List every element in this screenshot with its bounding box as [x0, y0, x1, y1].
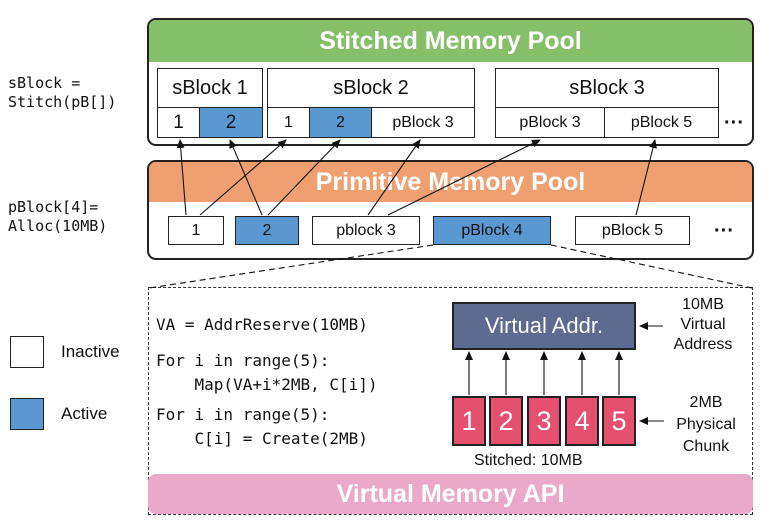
pblock-1: 1: [168, 216, 224, 245]
sblock-3-cell-1: pBlock 3: [495, 107, 605, 138]
legend-inactive-swatch: [10, 336, 44, 368]
sblock-2-header: sBlock 2: [267, 68, 475, 108]
api-detail-frame: [148, 287, 753, 515]
stitched-pool-title: Stitched Memory Pool: [149, 20, 752, 62]
stitch-code-label: sBlock = Stitch(pB[]): [8, 74, 117, 111]
sblock-3-cell-2: pBlock 5: [604, 107, 719, 138]
alloc-code-label: pBlock[4]= Alloc(10MB): [8, 198, 108, 235]
sblock-2-cell-2: 2: [309, 107, 372, 138]
sblock-2-cell-3: pBlock 3: [371, 107, 475, 138]
stitched-pool-ellipsis: ···: [724, 112, 744, 134]
legend-active-swatch: [10, 398, 44, 430]
code-line-4: For i in range(5):: [156, 405, 330, 424]
code-line-1: VA = AddrReserve(10MB): [156, 315, 368, 334]
physical-chunk-2: 2: [489, 396, 523, 446]
physical-chunk-1: 1: [452, 396, 486, 446]
primitive-memory-pool: Primitive Memory Pool: [147, 160, 754, 260]
physical-chunk-note: 2MB Physical Chunk: [676, 394, 736, 455]
pblock-4: pBlock 4: [433, 216, 551, 245]
physical-chunk-5: 5: [602, 396, 636, 446]
code-line-3: Map(VA+i*2MB, C[i]): [156, 375, 378, 394]
sblock-1-header: sBlock 1: [157, 68, 263, 108]
stitched-caption: Stitched: 10MB: [474, 452, 583, 469]
sblock-1-cell-2: 2: [199, 107, 263, 138]
sblock-1-cell-1: 1: [157, 107, 200, 138]
code-line-5: C[i] = Create(2MB): [156, 429, 368, 448]
legend-inactive-label: Inactive: [61, 342, 120, 361]
virtual-memory-api-banner: Virtual Memory API: [148, 474, 753, 514]
pblock-3: pblock 3: [312, 216, 420, 245]
virtual-address-note: 10MB Virtual Address: [673, 296, 733, 353]
pblock-2: 2: [235, 216, 299, 245]
legend-active-label: Active: [61, 404, 108, 423]
virtual-addr-box: Virtual Addr.: [452, 302, 636, 350]
primitive-pool-title: Primitive Memory Pool: [149, 162, 752, 202]
physical-chunk-3: 3: [527, 396, 561, 446]
pblock-5: pBlock 5: [575, 216, 690, 245]
sblock-2-cell-1: 1: [267, 107, 310, 138]
physical-chunk-4: 4: [565, 396, 599, 446]
code-line-2: For i in range(5):: [156, 351, 330, 370]
primitive-pool-ellipsis: ···: [714, 220, 734, 242]
sblock-3-header: sBlock 3: [495, 68, 719, 108]
